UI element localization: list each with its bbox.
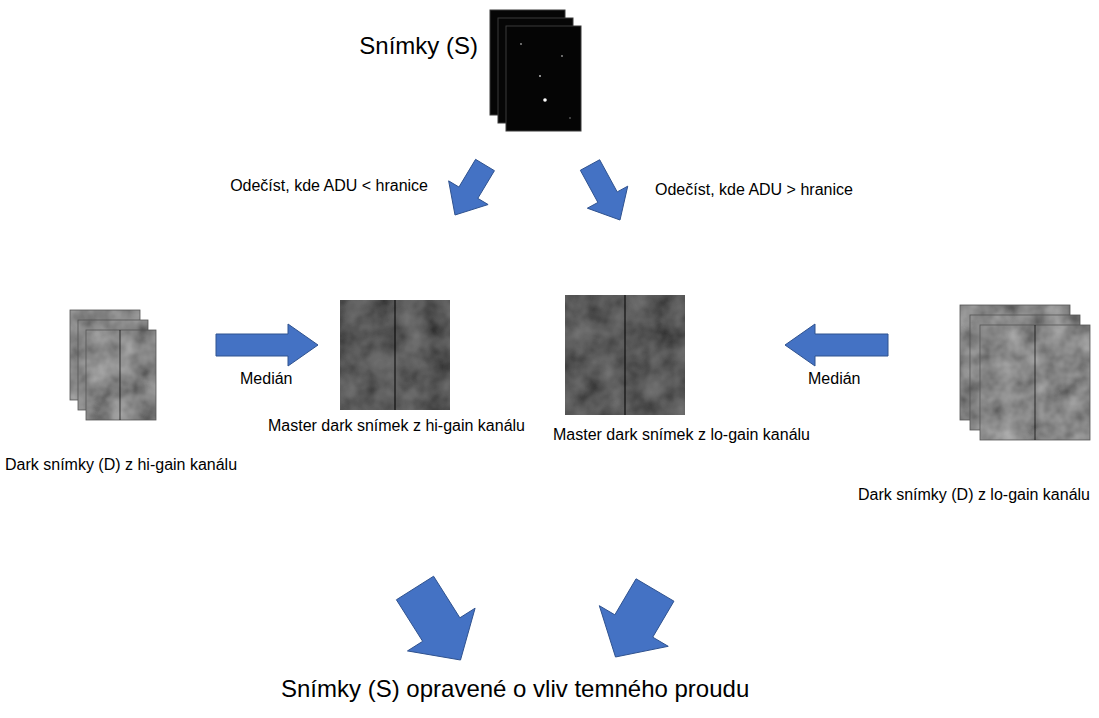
frame [980, 325, 1090, 440]
frame [340, 300, 450, 410]
light-frame-stack: Snímky (S) [490, 10, 581, 131]
dark-frame-stack [70, 310, 156, 420]
block-arrow [580, 160, 627, 220]
edge-label: Odečíst, kde ADU < hranice [230, 176, 428, 195]
block-arrow [216, 324, 318, 366]
star [569, 117, 571, 119]
master-dark-frame [565, 295, 685, 415]
dark-frame-stack: Dark snímky (D) z hi-gain kanálu [70, 310, 156, 420]
master-dark-frame [340, 300, 450, 410]
frame-edge [980, 325, 1090, 440]
dark-frame-stack [960, 305, 1090, 440]
caption: Snímky (S) [359, 32, 478, 61]
frame-band [394, 300, 396, 410]
master-dark-frame: Master dark snímek z hi-gain kanálu [340, 300, 450, 410]
light-frame-stack [490, 10, 581, 131]
edge-label: Medián [240, 369, 292, 388]
caption: Dark snímky (D) z lo-gain kanálu [858, 485, 1090, 504]
block-arrow [449, 159, 495, 215]
edge-label: Medián [808, 369, 860, 388]
result-text: Snímky (S) opravené o vliv temného proud… [281, 675, 750, 704]
frame-edge [86, 330, 156, 420]
block-arrow [785, 324, 888, 366]
frame-band [119, 330, 121, 420]
frame-band [624, 295, 626, 415]
edge-label: Odečíst, kde ADU > hranice [655, 180, 853, 199]
star [561, 55, 563, 57]
caption: Dark snímky (D) z hi-gain kanálu [5, 455, 237, 474]
frame [86, 330, 156, 420]
frame [506, 26, 581, 131]
master-dark-frame: Master dark snímek z lo-gain kanálu [565, 295, 685, 415]
dark-frame-stack: Dark snímky (D) z lo-gain kanálu [960, 305, 1090, 440]
frame [565, 295, 685, 415]
star [543, 98, 547, 102]
caption: Master dark snímek z hi-gain kanálu [268, 416, 525, 435]
frame-band [1034, 325, 1036, 440]
block-arrow [396, 576, 475, 660]
star [520, 43, 522, 45]
caption: Master dark snímek z lo-gain kanálu [553, 425, 810, 444]
block-arrow [599, 579, 674, 657]
caption: Snímky (S) opravené o vliv temného proud… [281, 675, 750, 704]
star [539, 75, 541, 77]
